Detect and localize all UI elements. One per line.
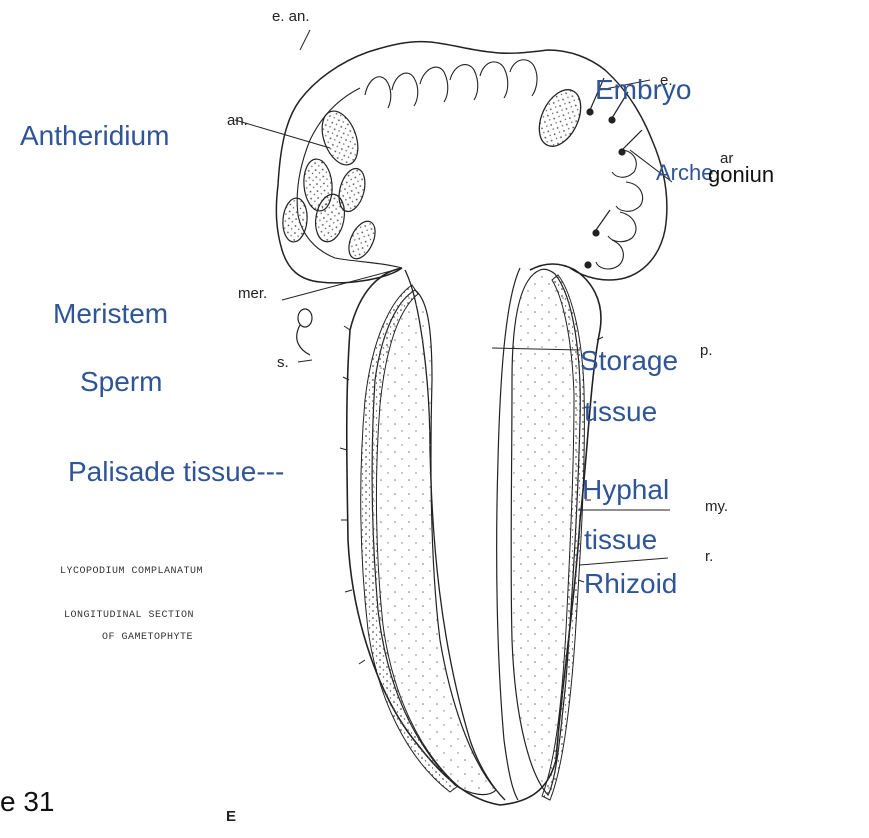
label-fig: E: [226, 808, 236, 825]
label-storage-tissue: tissue: [584, 398, 657, 426]
label-meristem: Meristem: [53, 300, 168, 328]
sperm-shape: [297, 309, 312, 355]
label-hyphal: Hyphal: [582, 476, 669, 504]
label-storage: Storage: [580, 347, 678, 375]
label-sperm: Sperm: [80, 368, 162, 396]
label-slide-number: e 31: [0, 786, 55, 818]
caption-line-3: OF GAMETOPHYTE: [102, 632, 193, 643]
label-embryo: Embryo: [595, 76, 691, 104]
label-mer: mer.: [238, 285, 267, 302]
label-rhizoid: Rhizoid: [584, 570, 677, 598]
label-p: p.: [700, 342, 713, 359]
embryo-shape: [531, 83, 589, 153]
label-hyphal-tissue: tissue: [584, 526, 657, 554]
right-lobe: [511, 269, 580, 795]
antheridia: [281, 106, 380, 263]
label-an: an.: [227, 112, 248, 129]
caption-line-1: LYCOPODIUM COMPLANATUM: [60, 566, 203, 577]
label-antheridium: Antheridium: [20, 122, 169, 150]
label-palisade-tissue: Palisade tissue---: [68, 458, 284, 486]
label-e-an: e. an.: [272, 8, 310, 25]
caption-line-2: LONGITUDINAL SECTION: [64, 610, 194, 621]
label-archegonium-part2: goniun: [708, 162, 774, 188]
label-r: r.: [705, 548, 713, 565]
label-s: s.: [277, 354, 289, 371]
label-archegonium-part1: Arche: [656, 162, 713, 184]
label-my: my.: [705, 498, 728, 515]
